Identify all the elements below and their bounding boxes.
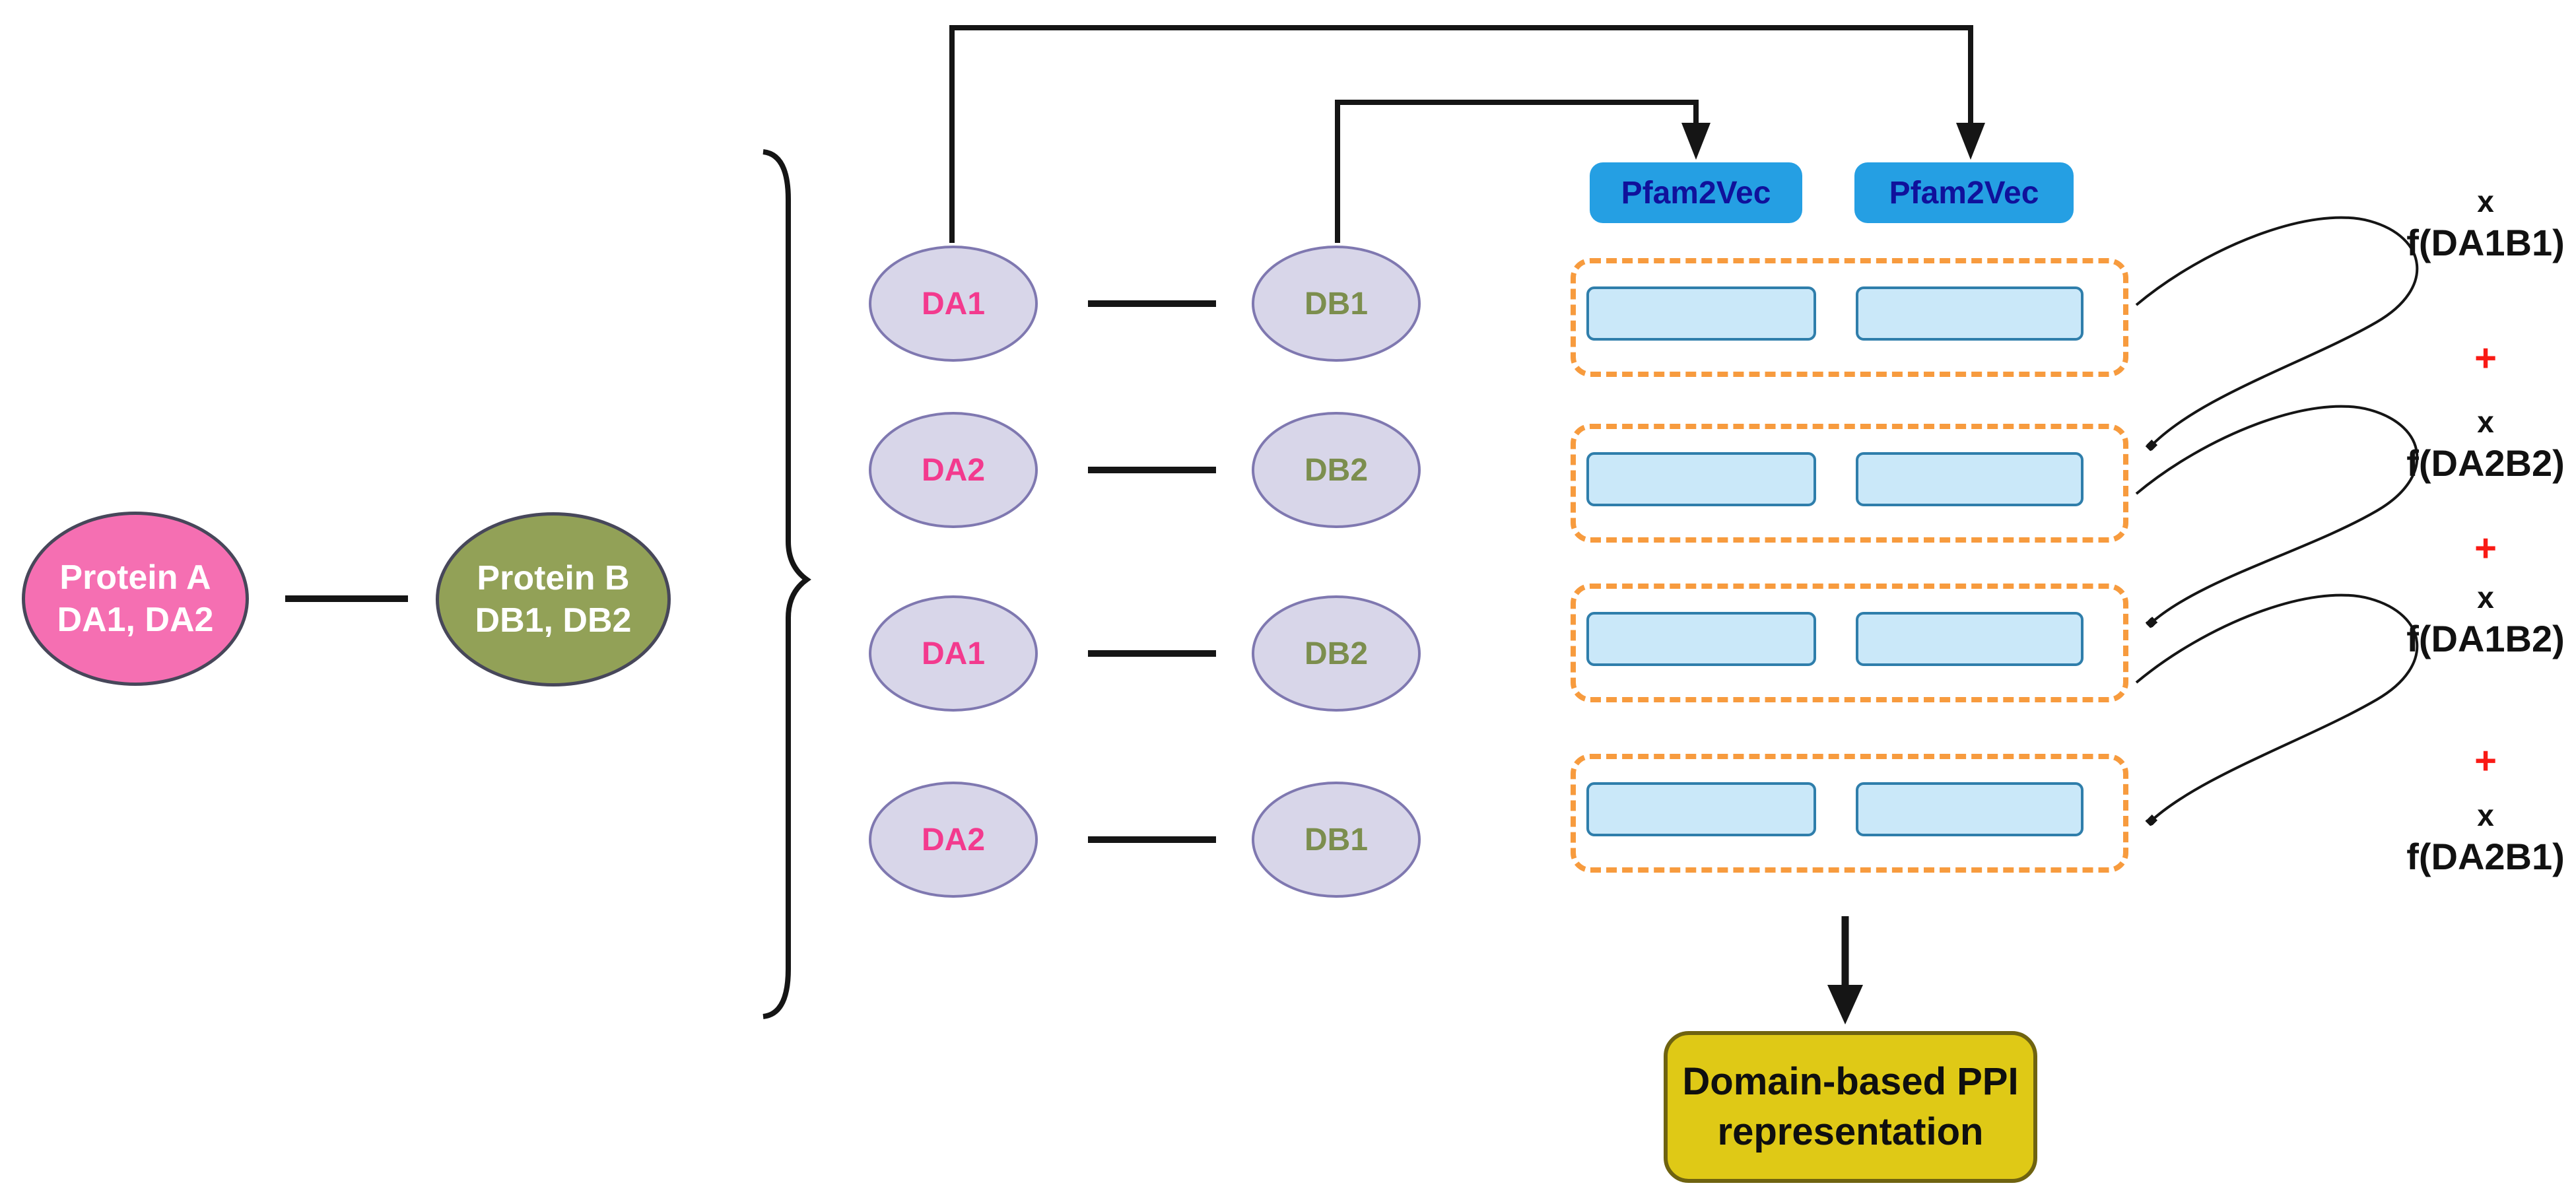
vector-embedding-row4-right [1856, 782, 2084, 836]
pfam2vec-box-left: Pfam2Vec [1590, 162, 1802, 223]
loop-arrow-1 [2135, 216, 2419, 448]
domain-label: DA2 [921, 452, 986, 488]
brace [763, 149, 811, 1019]
domain-node-da-row1: DA1 [869, 246, 1038, 362]
domain-label: DA1 [921, 636, 986, 671]
domain-node-db-row1: DB1 [1252, 246, 1421, 362]
loop-arrow-2 [2135, 405, 2419, 624]
times-symbol: x [2477, 798, 2494, 832]
embedding-group-row3 [1571, 584, 2128, 702]
vector-embedding-row2-right [1856, 452, 2084, 506]
domain-label: DB1 [1304, 286, 1369, 321]
domain-node-da-row2: DA2 [869, 412, 1038, 528]
protein-b-node: Protein B DB1, DB2 [436, 512, 671, 686]
weight-factor: f(DA2B2) [2406, 442, 2565, 484]
output-box: Domain-based PPI representation [1664, 1031, 2037, 1183]
arrowhead-da [1956, 123, 1985, 160]
arrowhead-db [1681, 123, 1711, 160]
weight-label-3: x f(DA1B2) [2340, 578, 2576, 661]
arrowhead-output [1827, 985, 1863, 1024]
protein-a-node: Protein A DA1, DA2 [22, 512, 249, 686]
times-symbol: x [2477, 184, 2494, 218]
domain-node-da-row3: DA1 [869, 595, 1038, 712]
loop-arrow-3 [2135, 593, 2419, 822]
embedding-group-row4 [1571, 754, 2128, 873]
arrow-da-to-pfam2vec [949, 25, 1973, 243]
protein-a-name: Protein A [59, 558, 211, 597]
domain-label: DB1 [1304, 822, 1369, 857]
times-symbol: x [2477, 405, 2494, 439]
weight-factor: f(DA1B1) [2406, 222, 2565, 263]
output-line2: representation [1717, 1110, 1984, 1153]
domain-node-db-row2: DB2 [1252, 412, 1421, 528]
weight-factor: f(DA1B2) [2406, 618, 2565, 659]
domain-node-db-row4: DB1 [1252, 782, 1421, 898]
embedding-group-row2 [1571, 424, 2128, 543]
vector-embedding-row2-left [1586, 452, 1816, 506]
pfam2vec-label: Pfam2Vec [1621, 175, 1771, 211]
protein-b-domains: DB1, DB2 [475, 601, 632, 640]
weight-label-4: x f(DA2B1) [2340, 796, 2576, 879]
domain-label: DA1 [921, 286, 986, 321]
vector-embedding-row1-right [1856, 286, 2084, 341]
protein-b-name: Protein B [477, 559, 630, 597]
plus-symbol-2: + [2474, 527, 2497, 570]
vector-embedding-row4-left [1586, 782, 1816, 836]
vector-embedding-row3-left [1586, 612, 1816, 666]
embedding-group-row1 [1571, 258, 2128, 377]
protein-a-domains: DA1, DA2 [57, 601, 214, 639]
output-line1: Domain-based PPI [1682, 1060, 2019, 1103]
domain-node-db-row3: DB2 [1252, 595, 1421, 712]
domain-label: DB2 [1304, 452, 1369, 488]
arrow-db-to-pfam2vec [1335, 100, 1699, 243]
times-symbol: x [2477, 580, 2494, 615]
plus-symbol-3: + [2474, 739, 2497, 782]
plus-symbol-1: + [2474, 337, 2497, 380]
vector-embedding-row3-right [1856, 612, 2084, 666]
domain-label: DA2 [921, 822, 986, 857]
weight-factor: f(DA2B1) [2406, 836, 2565, 877]
vector-embedding-row1-left [1586, 286, 1816, 341]
weight-label-1: x f(DA1B1) [2340, 182, 2576, 265]
domain-node-da-row4: DA2 [869, 782, 1038, 898]
pfam2vec-label: Pfam2Vec [1889, 175, 2039, 211]
weight-label-2: x f(DA2B2) [2340, 403, 2576, 486]
pfam2vec-box-right: Pfam2Vec [1854, 162, 2074, 223]
domain-label: DB2 [1304, 636, 1369, 671]
